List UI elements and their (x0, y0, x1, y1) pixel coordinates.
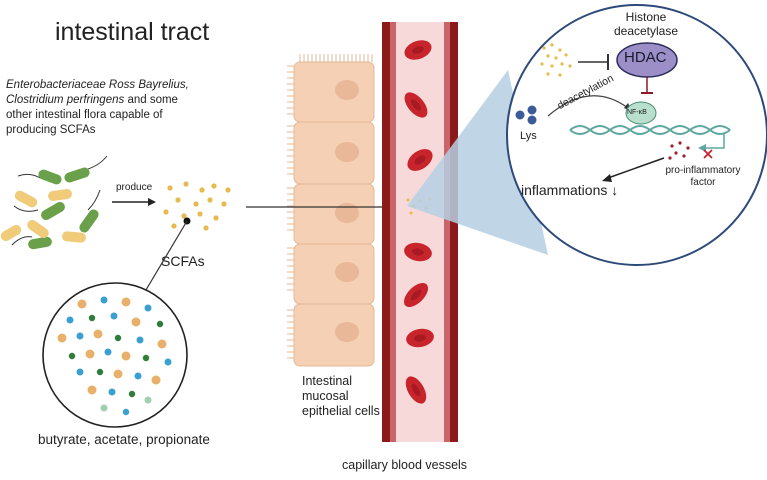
bacteria-description: Enterobacteriaceae Ross Bayrelius, Clost… (6, 78, 196, 138)
scfa-dots (163, 181, 231, 231)
vessel-label: capillary blood vessels (342, 458, 468, 472)
bacterium-yellow-3 (27, 219, 49, 239)
bacterium-yellow-2 (48, 189, 72, 201)
dna-helix (569, 125, 731, 135)
red-blood-cells (403, 40, 434, 404)
scfa-types-label: butyrate, acetate, propionate (38, 432, 210, 447)
bacterium-yellow-1 (14, 190, 38, 208)
epithelial-cell-4 (293, 243, 375, 305)
bacterium-green-2 (64, 155, 108, 183)
nfkb-blob (625, 101, 657, 125)
epithelial-cell-3 (293, 183, 375, 245)
transcription-arrow (702, 134, 725, 149)
bacteria-description-rest: and some other intestinal flora capable … (6, 94, 178, 136)
microvilli (287, 54, 373, 359)
bacterium-green-4 (79, 189, 101, 233)
nfkb-label: NF-κB (627, 109, 647, 116)
inset-circle (506, 4, 767, 266)
bacteria-species: Enterobacteriaceae Ross Bayrelius, Clost… (6, 79, 189, 106)
produce-label: produce (116, 182, 153, 193)
histone-deacetylase-label: Histone deacetylase (613, 10, 679, 38)
scfa-molecules (57, 296, 172, 416)
deacetylation-arrow (547, 95, 629, 117)
inflammations-text: inflammations (521, 182, 608, 198)
scfas-label: SCFAs (161, 253, 205, 269)
inflammation-arrowhead (602, 174, 612, 182)
inflammation-arrow (607, 157, 665, 179)
block-cross (703, 149, 713, 159)
proinflammatory-dots (668, 141, 690, 160)
epithelial-cell-2 (293, 121, 375, 185)
bacterium-yellow-5 (0, 225, 22, 241)
epithelial-cell-5 (293, 303, 375, 367)
bacterium-yellow-4 (62, 231, 86, 243)
lys-label: Lys (520, 130, 537, 142)
page-title: intestinal tract (55, 18, 210, 46)
bacteria-group (0, 155, 108, 250)
epithelial-cell-1 (293, 61, 375, 123)
produce-arrowhead (148, 198, 156, 206)
inflammations-label: inflammations ↓ (521, 182, 618, 198)
lys-molecules (515, 105, 537, 125)
scfa-inset-dots (540, 43, 572, 77)
bacterium-green-3 (13, 202, 65, 220)
epithelial-label: Intestinal mucosal epithelial cells (302, 374, 380, 418)
decrease-arrow: ↓ (611, 182, 619, 198)
zoom-connector-line (139, 220, 188, 301)
epithelial-cells (287, 54, 375, 367)
blood-vessel (382, 22, 458, 442)
scfa-zoom-circle (42, 282, 188, 428)
bacterium-green-5 (11, 236, 52, 250)
hdac-label: HDAC (624, 49, 667, 66)
bacterium-green-1 (17, 169, 62, 185)
proinflammatory-label: pro-inflammatory factor (665, 165, 741, 188)
